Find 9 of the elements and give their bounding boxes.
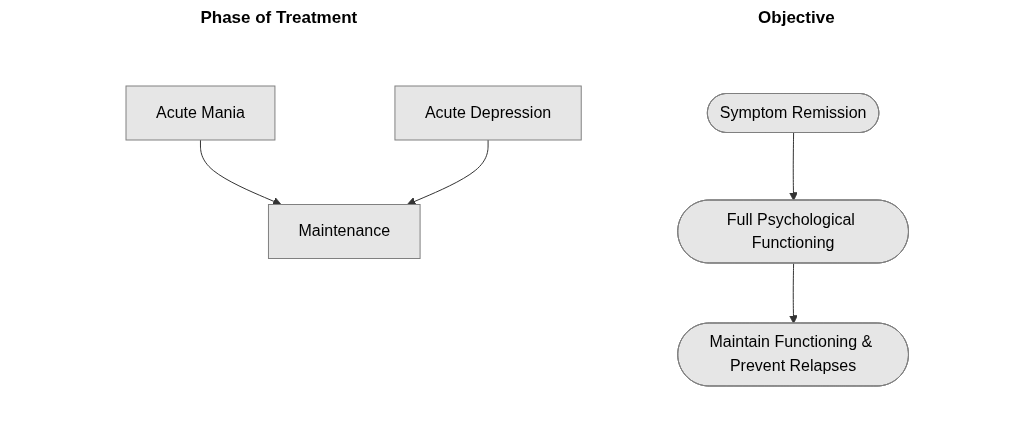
arrow [789, 132, 799, 201]
column-heading: Phase of Treatment [200, 8, 358, 28]
arrow [407, 139, 489, 206]
column-heading: Objective [758, 8, 835, 28]
node-box: Acute Depression [394, 85, 582, 141]
arrow [200, 139, 282, 206]
node-box: Acute Mania [125, 85, 276, 141]
arrow [789, 263, 799, 324]
node-box: Maintenance [268, 204, 421, 259]
